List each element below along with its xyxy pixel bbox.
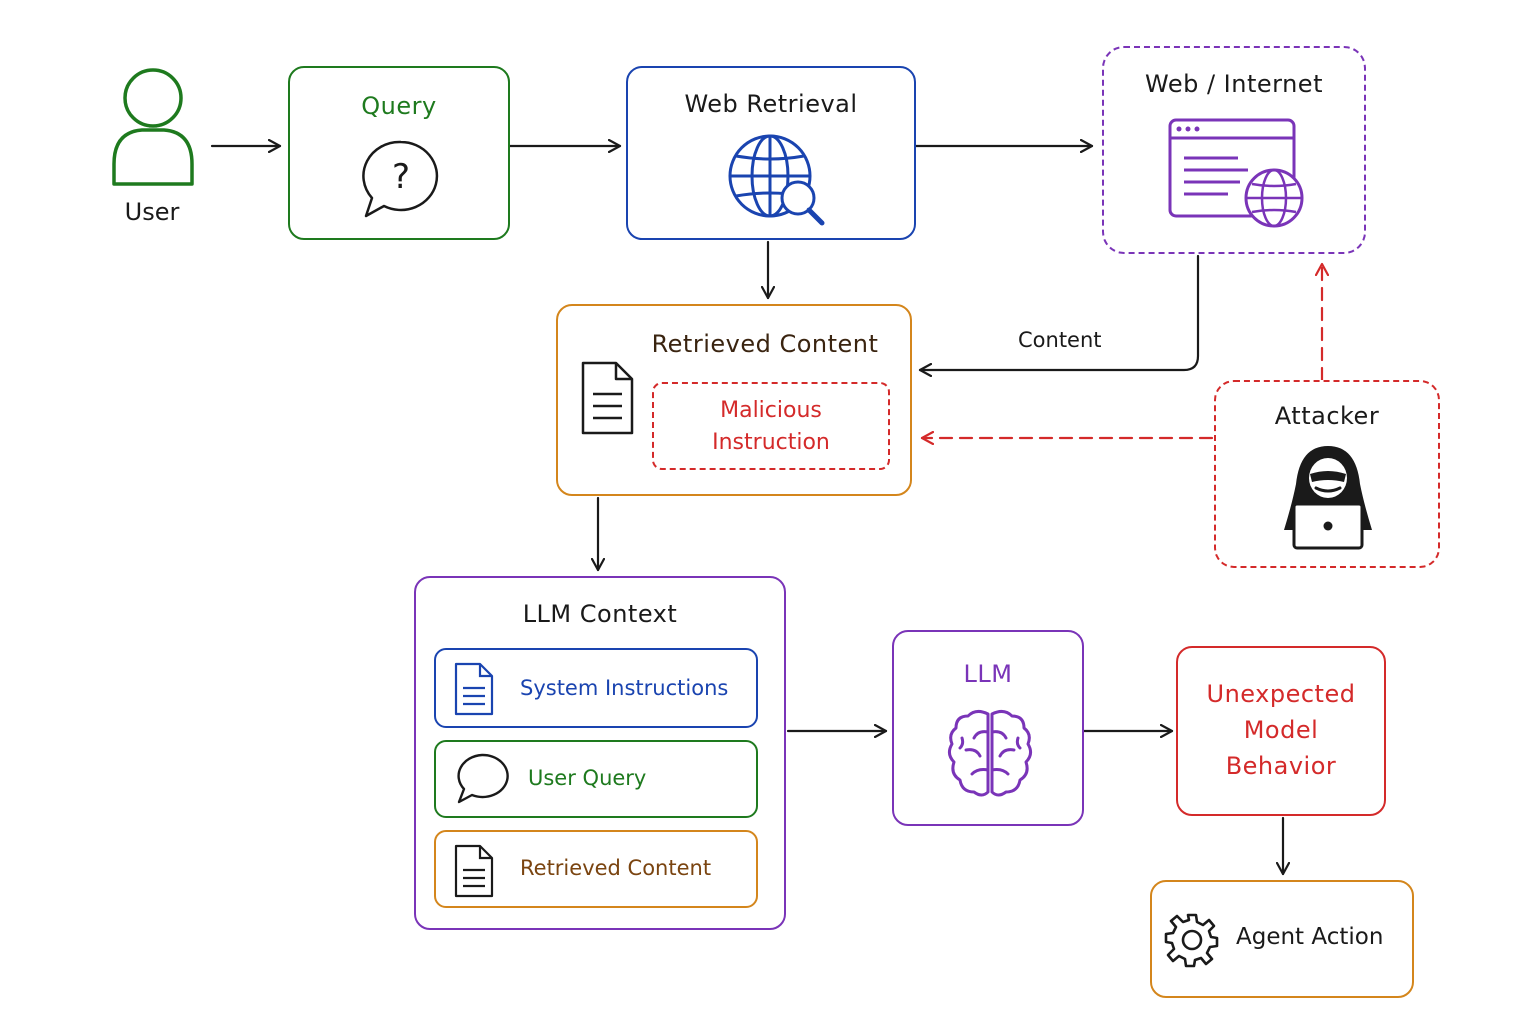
unexpected-line-2: Model <box>1243 716 1319 744</box>
context-item-retrieved-content: Retrieved Content <box>434 830 758 908</box>
context-item-label: User Query <box>528 766 647 790</box>
web-retrieval-node: Web Retrieval <box>626 66 916 240</box>
attacker-title: Attacker <box>1274 402 1380 430</box>
retrieved-content-node: Retrieved Content Malicious Instruction <box>556 304 912 496</box>
speech-bubble-icon <box>457 753 509 804</box>
globe-search-icon <box>728 134 825 226</box>
attacker-node: Attacker <box>1214 380 1440 568</box>
context-item-user-query: User Query <box>434 740 758 818</box>
retrieved-content-title: Retrieved Content <box>651 330 879 358</box>
agent-action-node: Agent Action <box>1150 880 1414 998</box>
unexpected-line-1: Unexpected <box>1206 680 1356 708</box>
malicious-line-2: Instruction <box>712 430 830 455</box>
document-icon <box>454 662 494 716</box>
agent-action-label: Agent Action <box>1236 924 1384 950</box>
user-label: User <box>124 198 180 226</box>
web-retrieval-title: Web Retrieval <box>684 90 858 118</box>
browser-globe-icon <box>1168 118 1304 228</box>
llm-context-node: LLM Context System Instructions User Que… <box>414 576 786 930</box>
user-actor: User <box>100 66 210 236</box>
brain-icon <box>947 709 1033 797</box>
unexpected-behavior-node: Unexpected Model Behavior <box>1176 646 1386 816</box>
malicious-line-1: Malicious <box>720 398 822 423</box>
web-internet-title: Web / Internet <box>1145 70 1323 98</box>
malicious-instruction-box: Malicious Instruction <box>652 382 890 470</box>
llm-context-title: LLM Context <box>522 600 678 628</box>
context-item-system-instructions: System Instructions <box>434 648 758 728</box>
svg-text:?: ? <box>392 157 410 197</box>
unexpected-line-3: Behavior <box>1225 752 1337 780</box>
context-item-label: Retrieved Content <box>520 856 712 880</box>
hacker-icon <box>1284 446 1372 550</box>
question-bubble-icon: ? <box>362 140 439 218</box>
llm-title: LLM <box>963 660 1013 688</box>
document-icon <box>581 361 634 435</box>
gear-icon <box>1164 913 1219 968</box>
web-internet-node: Web / Internet <box>1102 46 1366 254</box>
document-icon <box>454 844 494 898</box>
llm-node: LLM <box>892 630 1084 826</box>
content-edge-label: Content <box>1018 328 1102 352</box>
arrow-web-to-content <box>918 254 1200 370</box>
user-icon <box>112 68 194 186</box>
query-title: Query <box>361 92 437 120</box>
query-node: Query ? <box>288 66 510 240</box>
context-item-label: System Instructions <box>520 676 729 700</box>
